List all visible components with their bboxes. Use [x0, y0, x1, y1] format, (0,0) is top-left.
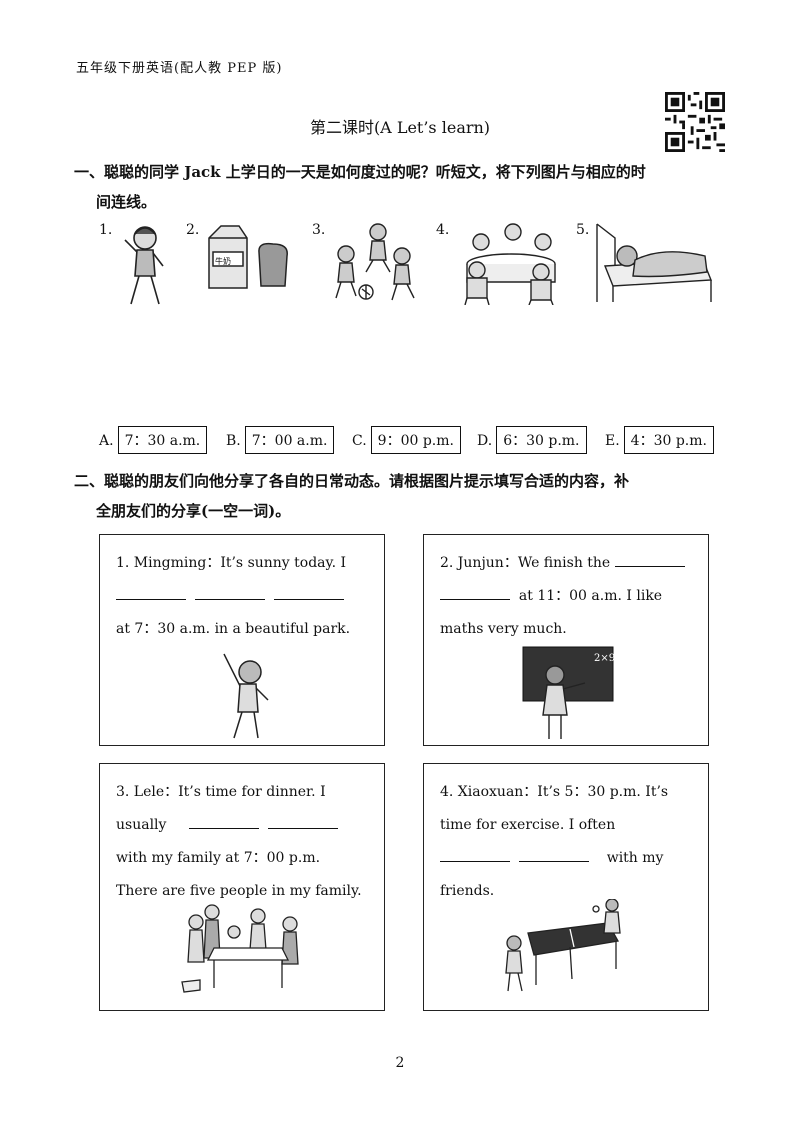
share-card-3: 3. Lele：It’s time for dinner. I usually …: [99, 763, 385, 1011]
card3-line3: with my family at 7：00 p.m.: [116, 850, 321, 866]
card4-line3: with my: [440, 842, 694, 875]
milk-and-bread-icon: [208, 225, 288, 289]
option-b: B.7：00 a.m.: [226, 426, 335, 454]
boy-sleeping-icon: [596, 223, 713, 302]
picture-number-3: 3.: [312, 222, 326, 238]
teacher-blackboard-icon: [522, 646, 614, 739]
card3-line4: There are five people in my family.: [116, 883, 362, 899]
card2-line2: at 11：00 a.m. I like: [440, 580, 694, 613]
kids-playing-football-icon: [335, 223, 415, 301]
blank-input[interactable]: [518, 849, 589, 862]
card1-blanks-row: [116, 580, 370, 613]
blank-input[interactable]: [188, 816, 259, 829]
lesson-title: 第二课时(A Let’s learn): [309, 118, 491, 137]
blank-input[interactable]: [194, 587, 265, 600]
picture-number-2: 2.: [186, 222, 200, 238]
boy-exercising-icon: [124, 226, 164, 305]
part1-instruction: 一、聪聪的同学 Jack 上学日的一天是如何度过的呢？听短文，将下列图片与相应的…: [74, 157, 734, 217]
ping-pong-icon: [505, 899, 621, 992]
picture-number-5: 5.: [576, 222, 590, 238]
family-dinner-table-icon: [181, 904, 299, 993]
boy-stretching-icon: [223, 653, 269, 739]
part2-instruction-line1: 二、聪聪的朋友们向他分享了各自的日常动态。请根据图片提示填写合适的内容，补: [74, 472, 630, 490]
option-a: A.7：30 a.m.: [99, 426, 208, 454]
option-e: E.4：30 p.m.: [605, 426, 714, 454]
share-card-1: 1. Mingming：It’s sunny today. I at 7：30 …: [99, 534, 385, 746]
card3-line2: usually: [116, 809, 370, 842]
card4-line4: friends.: [440, 883, 495, 899]
part2-instruction: 二、聪聪的朋友们向他分享了各自的日常动态。请根据图片提示填写合适的内容，补 全朋…: [74, 466, 734, 526]
card4-line2: time for exercise. I often: [440, 817, 616, 833]
option-d: D.6：30 p.m.: [477, 426, 587, 454]
time-options-row: A.7：30 a.m. B.7：00 a.m. C.9：00 p.m. D.6：…: [99, 426, 729, 456]
picture-number-1: 1.: [99, 222, 113, 238]
picture-number-4: 4.: [436, 222, 450, 238]
blank-input[interactable]: [267, 816, 338, 829]
blank-input[interactable]: [116, 587, 186, 600]
milk-label: 牛奶: [215, 257, 231, 266]
blank-input[interactable]: [273, 587, 344, 600]
share-card-4: 4. Xiaoxuan：It’s 5：30 p.m. It’s time for…: [423, 763, 709, 1011]
page-number: 2: [395, 1055, 405, 1071]
book-header: 五年级下册英语(配人教 PEP 版): [76, 61, 283, 76]
card2-line1: 2. Junjun：We finish the: [440, 547, 694, 580]
qr-code-icon: [665, 92, 725, 152]
card2-line3: maths very much.: [440, 621, 567, 637]
blank-input[interactable]: [614, 554, 685, 567]
blank-input[interactable]: [440, 849, 510, 862]
blank-input[interactable]: [440, 587, 510, 600]
card4-line1: 4. Xiaoxuan：It’s 5：30 p.m. It’s: [440, 784, 669, 800]
card3-line1: 3. Lele：It’s time for dinner. I: [116, 784, 326, 800]
card1-line3: at 7：30 a.m. in a beautiful park.: [116, 621, 351, 637]
part1-instruction-line2: 间连线。: [96, 193, 157, 211]
share-card-2: 2. Junjun：We finish the at 11：00 a.m. I …: [423, 534, 709, 746]
part1-instruction-line1: 一、聪聪的同学 Jack 上学日的一天是如何度过的呢？听短文，将下列图片与相应的…: [74, 163, 646, 181]
board-text: 2×99: [594, 653, 622, 664]
option-c: C.9：00 p.m.: [352, 426, 461, 454]
part2-instruction-line2: 全朋友们的分享(一空一词)。: [96, 502, 291, 520]
card1-line1: 1. Mingming：It’s sunny today. I: [116, 555, 347, 571]
family-dinner-icon: [464, 223, 556, 305]
